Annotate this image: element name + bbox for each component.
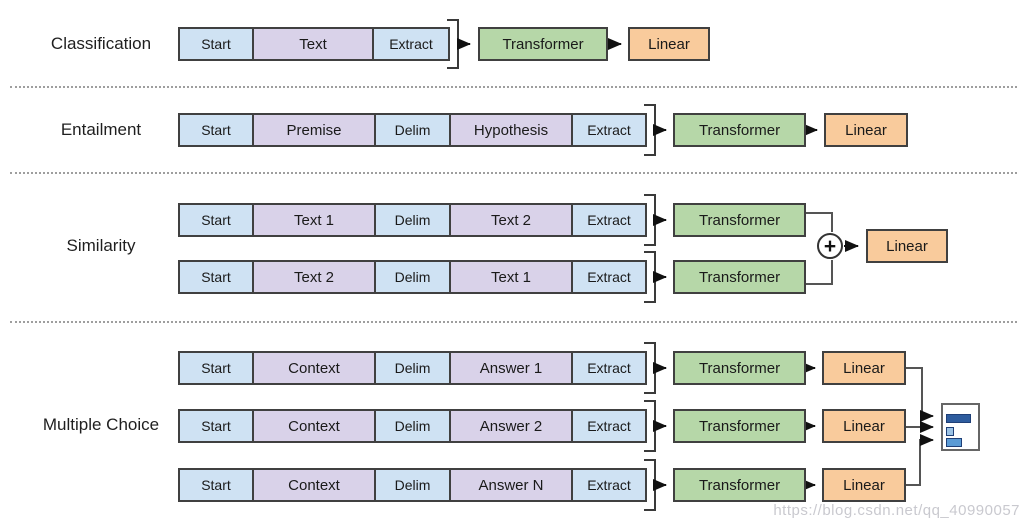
- token-answer1: Answer 1: [451, 353, 573, 383]
- token-delim: Delim: [376, 470, 451, 500]
- token-start: Start: [180, 262, 254, 292]
- token-context: Context: [254, 411, 376, 441]
- plus-sum-icon: +: [817, 233, 843, 259]
- token-text2: Text 2: [254, 262, 376, 292]
- token-context: Context: [254, 470, 376, 500]
- score-bar-3: [946, 438, 962, 447]
- token-text2: Text 2: [451, 205, 573, 235]
- token-start: Start: [180, 470, 254, 500]
- token-delim: Delim: [376, 262, 451, 292]
- multiple-choice-token-row-1: Start Context Delim Answer 1 Extract: [178, 351, 647, 385]
- separator-line: [10, 172, 1017, 174]
- token-text1: Text 1: [254, 205, 376, 235]
- token-context: Context: [254, 353, 376, 383]
- token-answerN: Answer N: [451, 470, 573, 500]
- token-start: Start: [180, 115, 254, 145]
- token-start: Start: [180, 411, 254, 441]
- transformer-block: Transformer: [673, 203, 806, 237]
- separator-line: [10, 86, 1017, 88]
- token-extract: Extract: [573, 353, 645, 383]
- linear-block: Linear: [628, 27, 710, 61]
- transformer-block: Transformer: [673, 113, 806, 147]
- linear-block: Linear: [822, 468, 906, 502]
- token-extract: Extract: [573, 205, 645, 235]
- score-bar-2: [946, 427, 954, 436]
- linear-block: Linear: [822, 351, 906, 385]
- token-extract: Extract: [573, 262, 645, 292]
- classification-token-row: Start Text Extract: [178, 27, 450, 61]
- output-scores-box: [941, 403, 980, 451]
- section-label-classification: Classification: [50, 34, 152, 53]
- token-start: Start: [180, 205, 254, 235]
- token-extract: Extract: [573, 470, 645, 500]
- linear-block: Linear: [866, 229, 948, 263]
- token-delim: Delim: [376, 411, 451, 441]
- transformer-block: Transformer: [673, 351, 806, 385]
- watermark-text: https://blog.csdn.net/qq_40990057: [773, 502, 1020, 519]
- transformer-block: Transformer: [673, 409, 806, 443]
- token-answer2: Answer 2: [451, 411, 573, 441]
- transformer-block: Transformer: [673, 260, 806, 294]
- section-label-multiple-choice: Multiple Choice: [42, 415, 160, 434]
- token-extract: Extract: [573, 411, 645, 441]
- token-delim: Delim: [376, 205, 451, 235]
- multiple-choice-token-row-3: Start Context Delim Answer N Extract: [178, 468, 647, 502]
- token-start: Start: [180, 29, 254, 59]
- token-delim: Delim: [376, 115, 451, 145]
- token-extract: Extract: [374, 29, 448, 59]
- section-label-similarity: Similarity: [66, 236, 136, 255]
- transformer-block: Transformer: [478, 27, 608, 61]
- multiple-choice-token-row-2: Start Context Delim Answer 2 Extract: [178, 409, 647, 443]
- token-text1: Text 1: [451, 262, 573, 292]
- separator-line: [10, 321, 1017, 323]
- score-bar-1: [946, 414, 971, 423]
- similarity-token-row-2: Start Text 2 Delim Text 1 Extract: [178, 260, 647, 294]
- similarity-token-row-1: Start Text 1 Delim Text 2 Extract: [178, 203, 647, 237]
- linear-block: Linear: [824, 113, 908, 147]
- token-premise: Premise: [254, 115, 376, 145]
- token-delim: Delim: [376, 353, 451, 383]
- token-start: Start: [180, 353, 254, 383]
- token-hypothesis: Hypothesis: [451, 115, 573, 145]
- section-label-entailment: Entailment: [60, 120, 142, 139]
- token-extract: Extract: [573, 115, 645, 145]
- token-text: Text: [254, 29, 374, 59]
- transformer-block: Transformer: [673, 468, 806, 502]
- entailment-token-row: Start Premise Delim Hypothesis Extract: [178, 113, 647, 147]
- linear-block: Linear: [822, 409, 906, 443]
